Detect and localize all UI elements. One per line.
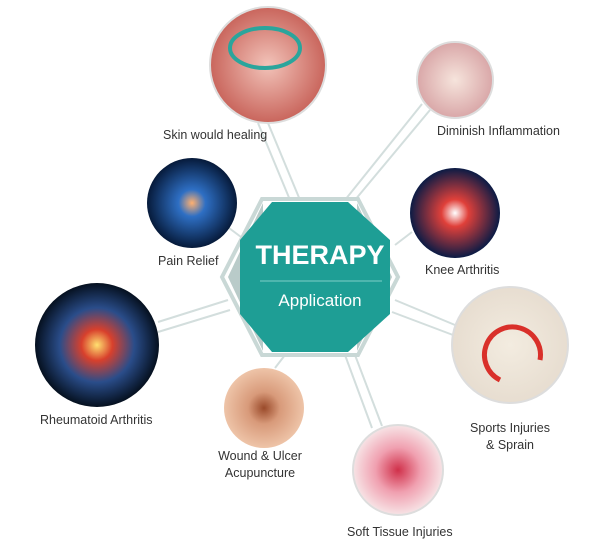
- label-sports-injuries: Sports Injuries & Sprain: [460, 420, 560, 454]
- inflamed-cells-image: [416, 41, 494, 119]
- label-wound-ulcer: Wound & Ulcer Acupuncture: [210, 448, 310, 482]
- skin-cells-image: [209, 6, 327, 124]
- label-skin-healing: Skin would healing: [163, 128, 268, 142]
- label-diminish-inflammation: Diminish Inflammation: [437, 124, 560, 138]
- label-pain-relief: Pain Relief: [158, 254, 219, 268]
- label-line-2: Acupuncture: [224, 466, 296, 480]
- hand-xray-image: [35, 283, 159, 407]
- skin-highlight-ring: [228, 26, 302, 70]
- label-rheumatoid-arthritis: Rheumatoid Arthritis: [40, 413, 153, 427]
- center-title: THERAPY: [255, 240, 385, 270]
- soft-tissue-image: [352, 424, 444, 516]
- skin-wound-image: [224, 368, 304, 448]
- center-subtitle: Application: [278, 291, 362, 310]
- ankle-image: [451, 286, 569, 404]
- neuron-image: [147, 158, 237, 248]
- knee-image: [410, 168, 500, 258]
- label-knee-arthritis: Knee Arthritis: [425, 263, 500, 277]
- connector-lines: [157, 103, 456, 429]
- rotation-arrow-icon: [481, 324, 543, 383]
- label-line-2: & Sprain: [486, 438, 534, 452]
- center-octagon: [240, 202, 390, 352]
- label-line-1: Wound & Ulcer: [218, 449, 302, 463]
- label-soft-tissue-injuries: Soft Tissue Injuries: [347, 525, 453, 539]
- label-line-1: Sports Injuries: [470, 421, 550, 435]
